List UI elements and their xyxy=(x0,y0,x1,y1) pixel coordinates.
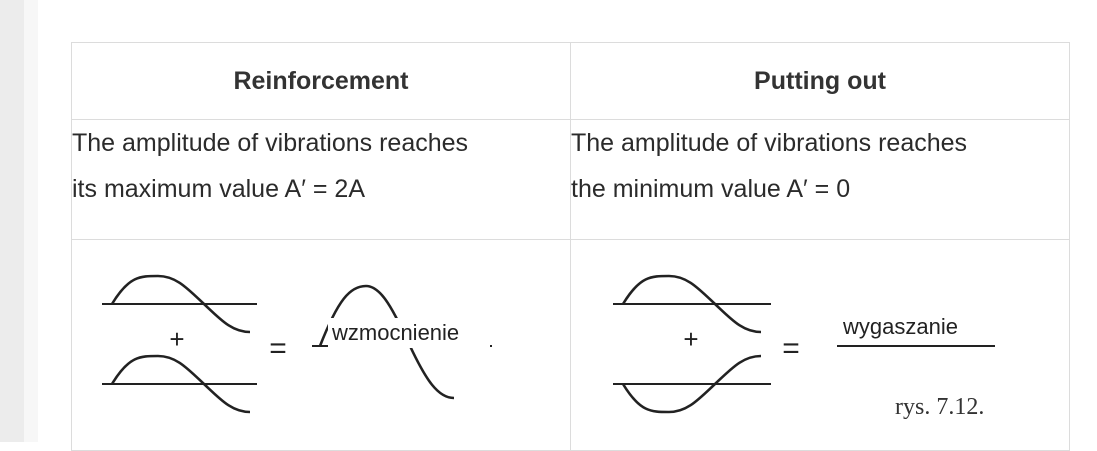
putting-out-diagram: + = wygaszanie rys. 7.12. xyxy=(613,274,995,420)
description-row: The amplitude of vibrations reaches its … xyxy=(71,119,1070,240)
result-wave xyxy=(318,284,455,400)
result-label: wygaszanie xyxy=(842,314,958,339)
description-line: The amplitude of vibrations reaches xyxy=(571,129,968,157)
header-putting-out: Putting out xyxy=(570,42,1070,120)
description-reinforcement: The amplitude of vibrations reaches its … xyxy=(71,119,571,240)
comparison-table: Reinforcement Putting out The amplitude … xyxy=(71,42,1070,451)
top-wave xyxy=(621,274,762,334)
left-gutter xyxy=(0,0,24,442)
figure-putting-out-cell: + = wygaszanie rys. 7.12. xyxy=(570,239,1070,451)
header-row: Reinforcement Putting out xyxy=(71,42,1070,120)
result-label: wzmocnienie xyxy=(331,320,459,345)
result-label-bg xyxy=(328,318,490,348)
reinforcement-diagram: + = wzmocnienie xyxy=(102,274,492,414)
equals-sign: = xyxy=(782,332,800,365)
figure-caption: rys. 7.12. xyxy=(895,394,984,420)
bottom-wave xyxy=(110,354,251,414)
header-reinforcement: Reinforcement xyxy=(71,42,571,120)
top-wave xyxy=(110,274,251,334)
left-gutter-edge xyxy=(24,0,38,442)
figure-row: + = wzmocnienie + = wygaszan xyxy=(71,239,1070,451)
plus-sign: + xyxy=(683,324,698,354)
plus-sign: + xyxy=(169,324,184,354)
description-putting-out: The amplitude of vibrations reaches the … xyxy=(570,119,1070,240)
description-line: the minimum value A′ = 0 xyxy=(571,175,851,203)
description-line: its maximum value A′ = 2A xyxy=(72,175,365,203)
figure-reinforcement-cell: + = wzmocnienie xyxy=(71,239,571,451)
bottom-wave xyxy=(621,354,762,414)
equals-sign: = xyxy=(269,332,287,365)
description-line: The amplitude of vibrations reaches xyxy=(72,129,469,157)
